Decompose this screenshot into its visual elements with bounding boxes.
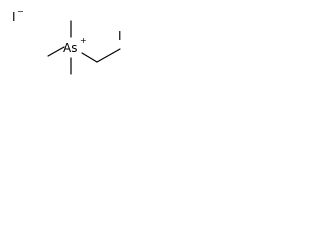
bond-ch2-iodine-tail: [112, 48, 121, 54]
arsenic-charge: +: [80, 36, 87, 45]
substituent-iodine: I: [118, 29, 122, 43]
molecule-structure-diagram: I − As + I: [12, 7, 122, 75]
arsenic-symbol: As: [63, 41, 77, 55]
bonds: [47, 20, 121, 75]
arsonium-center: As +: [63, 36, 87, 55]
iodine-symbol: I: [118, 29, 122, 43]
iodide-charge: −: [17, 7, 24, 16]
bond-as-methyl-left: [47, 46, 65, 57]
bond-as-ch2: [81, 52, 98, 63]
iodide-symbol: I: [12, 10, 16, 24]
bond-ch2-iodine: [96, 52, 114, 63]
iodide-counter-ion: I −: [12, 7, 24, 24]
